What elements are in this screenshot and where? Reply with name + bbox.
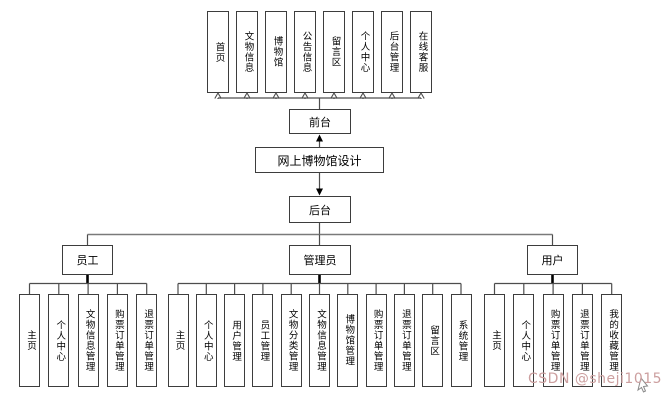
front-module-box: 公告信息 (294, 11, 316, 93)
child-box: 系统管理 (450, 294, 472, 387)
watermark: CSDN @sheji1015 (528, 371, 663, 387)
up-arrowhead-icon (330, 91, 338, 99)
child-box: 博物馆管理 (337, 294, 359, 387)
front-module-box: 留言区 (323, 11, 345, 93)
up-arrowhead-icon (214, 91, 222, 99)
child-box: 退票订单管理 (393, 294, 415, 387)
mouse-cursor-icon (637, 376, 649, 393)
up-arrowhead-icon (301, 91, 309, 99)
front-module-box: 在线客服 (410, 11, 432, 93)
child-box: 文物信息管理 (309, 294, 330, 387)
child-box: 用户管理 (224, 294, 246, 387)
child-box: 购票订单管理 (106, 294, 128, 387)
front-module-box: 博物馆 (265, 11, 287, 93)
up-arrowhead-icon (243, 91, 251, 99)
up-arrowhead-icon (417, 91, 425, 99)
back-node: 后台 (289, 196, 351, 223)
child-box: 主页 (167, 294, 189, 387)
child-box: 主页 (484, 294, 505, 387)
up-arrowhead-icon (272, 91, 280, 99)
front-module-box: 首页 (207, 11, 229, 93)
child-box: 留言区 (422, 294, 444, 387)
child-box: 主页 (19, 294, 40, 387)
branch-staff: 员工 (62, 245, 113, 275)
child-box: 购票订单管理 (542, 294, 564, 387)
branch-admin: 管理员 (289, 245, 351, 275)
down-arrowhead-icon (316, 188, 323, 196)
child-box: 我的收藏管理 (601, 294, 623, 387)
child-box: 文物分类管理 (280, 294, 302, 387)
child-box: 退票订单管理 (571, 294, 593, 387)
up-arrowhead-icon (359, 91, 367, 99)
child-box: 退票订单管理 (136, 294, 158, 387)
front-module-box: 个人中心 (352, 11, 374, 93)
up-arrowhead-icon (388, 91, 396, 99)
child-box: 个人中心 (513, 294, 535, 387)
front-module-box: 后台管理 (381, 11, 403, 93)
child-box: 个人中心 (48, 294, 70, 387)
child-box: 员工管理 (252, 294, 274, 387)
child-box: 购票订单管理 (365, 294, 387, 387)
child-box: 文物信息管理 (77, 294, 99, 387)
front-node: 前台 (289, 109, 351, 134)
child-box: 个人中心 (195, 294, 217, 387)
up-arrowhead-icon (316, 134, 323, 142)
front-module-box: 文物信息 (236, 11, 258, 93)
root-node: 网上博物馆设计 (255, 147, 384, 173)
branch-user: 用户 (527, 245, 578, 275)
